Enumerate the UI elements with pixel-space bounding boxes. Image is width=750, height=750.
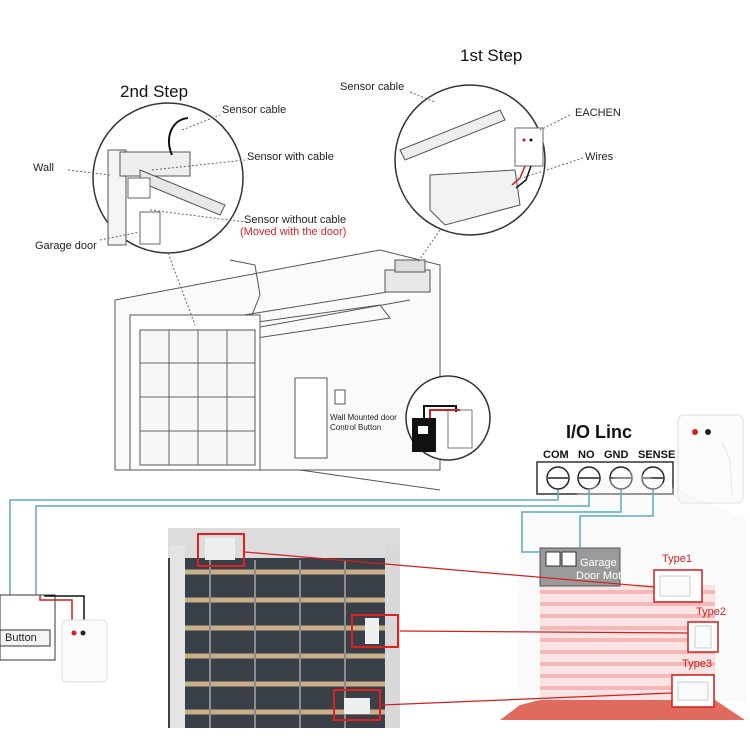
step1-title: 1st Step <box>460 46 523 65</box>
type-arrows <box>244 551 689 706</box>
label-type3: Type3 <box>682 658 712 670</box>
button-box <box>0 594 85 661</box>
label-wires: Wires <box>585 151 614 163</box>
step2-detail-circle <box>92 102 244 254</box>
motor-label-line1: Garage <box>580 557 617 569</box>
label-garage-door: Garage door <box>35 240 97 252</box>
terminal-no: NO <box>578 449 595 461</box>
terminal-com: COM <box>543 449 569 461</box>
terminal-sense: SENSE <box>638 449 676 461</box>
garage-door-motor <box>539 547 621 587</box>
label-type2: Type2 <box>696 606 726 618</box>
label-sensor-with-cable: Sensor with cable <box>247 151 334 163</box>
step1-leader-lines <box>409 91 584 263</box>
sensor-device-small <box>61 619 108 683</box>
terminal-gnd: GND <box>604 449 629 461</box>
sensor-device-large <box>677 414 744 504</box>
motor-label-line2: Door Motor <box>576 570 632 582</box>
label-sensor-cable-step1: Sensor cable <box>340 81 405 93</box>
step2-leader-lines <box>67 114 246 326</box>
type1-sensor <box>653 569 703 603</box>
label-eachen: EACHEN <box>575 107 621 119</box>
button-label: Button <box>5 632 37 644</box>
garage-door-photo <box>168 528 400 728</box>
blue-wires <box>9 490 654 595</box>
label-sensor-without-cable: Sensor without cable <box>244 214 347 226</box>
label-type1: Type1 <box>662 553 692 565</box>
label-moved-with-door: (Moved with the door) <box>240 226 347 238</box>
label-wall: Wall <box>33 162 54 174</box>
wall-button-detail-circle <box>405 375 491 461</box>
garage-line-drawing <box>114 249 441 491</box>
label-wall-button-line2: Control Button <box>330 423 382 432</box>
label-wall-button-line1: Wall Mounted door <box>330 413 397 422</box>
type3-sensor <box>671 674 715 708</box>
step1-detail-circle <box>394 84 546 236</box>
type2-sensor <box>687 621 719 653</box>
garage-door-panels <box>140 330 255 465</box>
io-linc-title: I/O Linc <box>566 422 633 442</box>
label-sensor-cable-step2: Sensor cable <box>222 104 287 116</box>
step2-title: 2nd Step <box>120 82 189 101</box>
io-linc-terminal-block <box>536 461 674 495</box>
